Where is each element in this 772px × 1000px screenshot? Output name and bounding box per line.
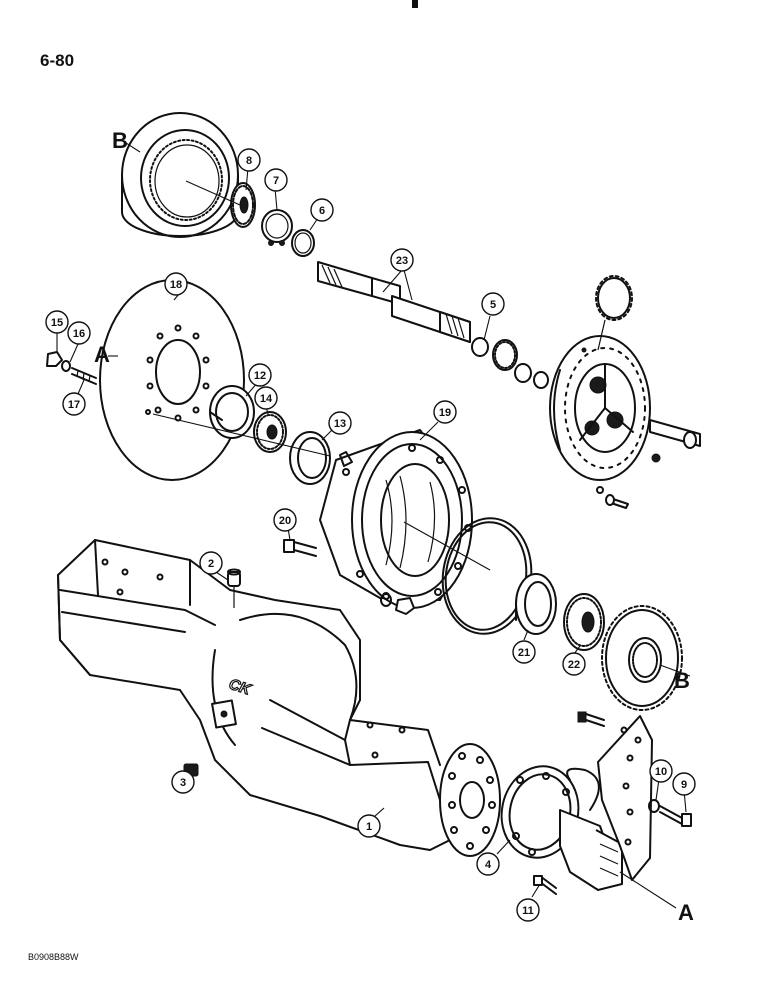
svg-text:23: 23 <box>396 255 408 267</box>
svg-text:15: 15 <box>51 317 63 329</box>
bolt-upper <box>577 711 605 727</box>
retaining-ring <box>261 209 293 246</box>
axle-housing: CK <box>57 539 501 857</box>
page-number: 6-80 <box>40 51 74 70</box>
svg-text:5: 5 <box>490 299 496 311</box>
svg-text:17: 17 <box>68 399 80 411</box>
ring-gear <box>121 112 239 238</box>
callout-10: 10 <box>649 759 673 783</box>
spindle <box>500 765 623 891</box>
callout-20: 20 <box>273 508 297 532</box>
svg-text:18: 18 <box>170 279 182 291</box>
callout-6: 6 <box>310 198 334 222</box>
callout-4: 4 <box>476 852 500 876</box>
callout-23: 23 <box>390 248 414 272</box>
top-edge-mark <box>412 0 418 8</box>
planet-carrier <box>549 275 701 509</box>
callout-8: 8 <box>237 148 261 172</box>
bolt-9 <box>659 805 692 827</box>
svg-text:6: 6 <box>319 205 325 217</box>
callout-9: 9 <box>672 772 696 796</box>
svg-text:19: 19 <box>439 407 451 419</box>
callout-22: 22 <box>562 652 586 676</box>
callout-14: 14 <box>254 386 278 410</box>
callout-3: 3 <box>171 770 195 794</box>
brake-disc <box>99 279 245 481</box>
drawing-code: B0908B88W <box>28 952 79 962</box>
callout-19: 19 <box>433 400 457 424</box>
bolt-11 <box>533 875 557 895</box>
axle-shaft <box>317 261 471 343</box>
svg-text:20: 20 <box>279 515 291 527</box>
bolt-20 <box>283 539 317 557</box>
svg-text:13: 13 <box>334 418 346 430</box>
callout-7: 7 <box>264 168 288 192</box>
bearing-cup-12 <box>209 385 255 439</box>
svg-text:11: 11 <box>522 905 534 917</box>
svg-text:22: 22 <box>568 659 580 671</box>
letter-b-right: B <box>674 668 690 693</box>
svg-text:14: 14 <box>260 393 273 405</box>
bearing-cup-13 <box>289 431 331 485</box>
svg-text:4: 4 <box>485 859 492 871</box>
callout-11: 11 <box>516 898 540 922</box>
callout-12: 12 <box>248 363 272 387</box>
breather-plug <box>227 568 241 608</box>
svg-text:8: 8 <box>246 155 252 167</box>
svg-text:7: 7 <box>273 175 279 187</box>
svg-text:1: 1 <box>366 821 372 833</box>
svg-text:3: 3 <box>180 777 186 789</box>
spacer <box>471 337 549 389</box>
drive-gear <box>601 605 683 711</box>
bearing-cup-21 <box>515 573 557 635</box>
svg-text:16: 16 <box>73 328 85 340</box>
letter-a-bottom: A <box>678 900 694 925</box>
callout-16: 16 <box>67 321 91 345</box>
callout-15: 15 <box>45 310 69 334</box>
wheel-hub <box>319 429 473 615</box>
svg-text:21: 21 <box>518 647 530 659</box>
callout-13: 13 <box>328 411 352 435</box>
callout-17: 17 <box>62 392 86 416</box>
letter-a-left: A <box>94 342 110 367</box>
bearing-cone-14 <box>253 411 287 453</box>
stud-nut-washer <box>46 351 97 385</box>
svg-text:9: 9 <box>681 779 687 791</box>
callout-1: 1 <box>357 814 381 838</box>
callout-5: 5 <box>481 292 505 316</box>
bearing-cone-22 <box>563 593 605 651</box>
caliper-bracket <box>597 715 653 881</box>
letter-b-top: B <box>112 128 128 153</box>
snap-ring <box>291 229 315 257</box>
callout-21: 21 <box>512 640 536 664</box>
callout-2: 2 <box>199 551 223 575</box>
svg-text:12: 12 <box>254 370 266 382</box>
svg-text:10: 10 <box>655 766 667 778</box>
callout-18: 18 <box>164 272 188 296</box>
svg-text:2: 2 <box>208 558 214 570</box>
sun-gear-hub <box>230 182 256 228</box>
